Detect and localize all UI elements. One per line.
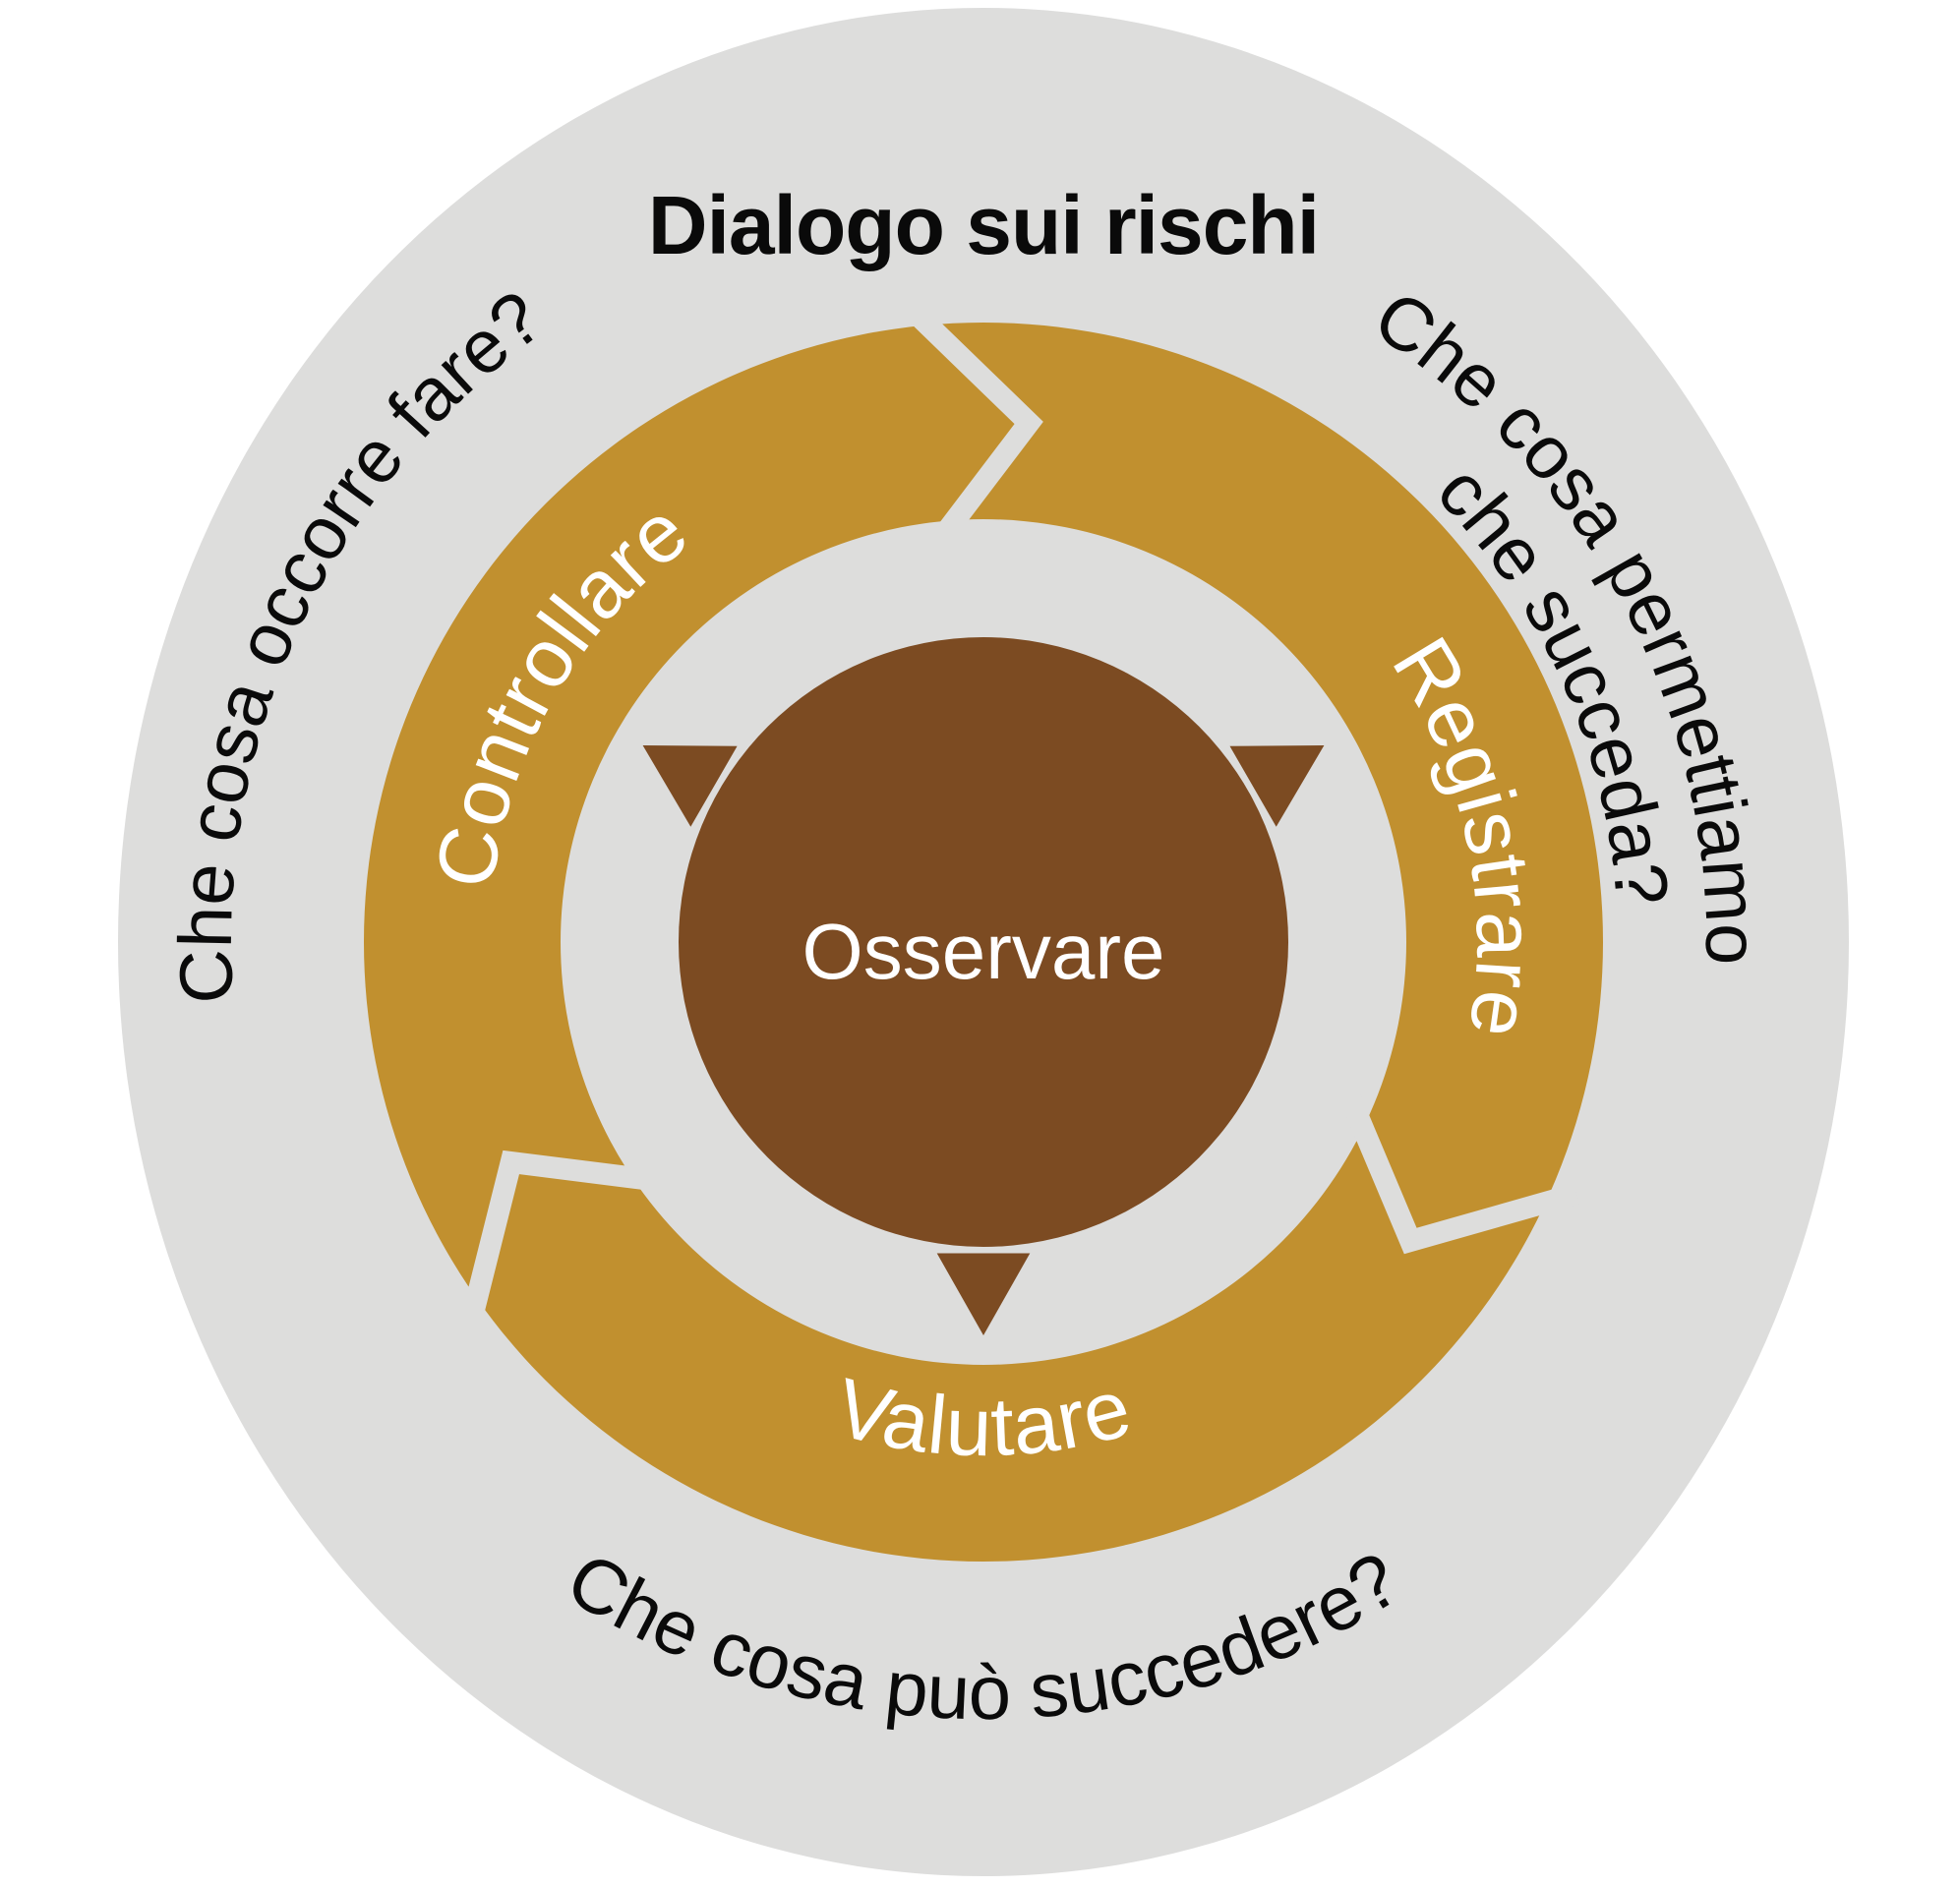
ring-gap-bottom-left (458, 1150, 667, 1332)
ring-gap-bottom-right (1339, 1092, 1580, 1255)
cycle-ring (364, 323, 1603, 1562)
ring-gap-dividers (458, 295, 1580, 1332)
center-circle (679, 637, 1288, 1247)
center-label: Osservare (802, 908, 1165, 995)
ring-gap-top (897, 295, 1043, 554)
diagram-title: Dialogo sui rischi (648, 179, 1319, 271)
center-bubble-shape (642, 637, 1325, 1335)
